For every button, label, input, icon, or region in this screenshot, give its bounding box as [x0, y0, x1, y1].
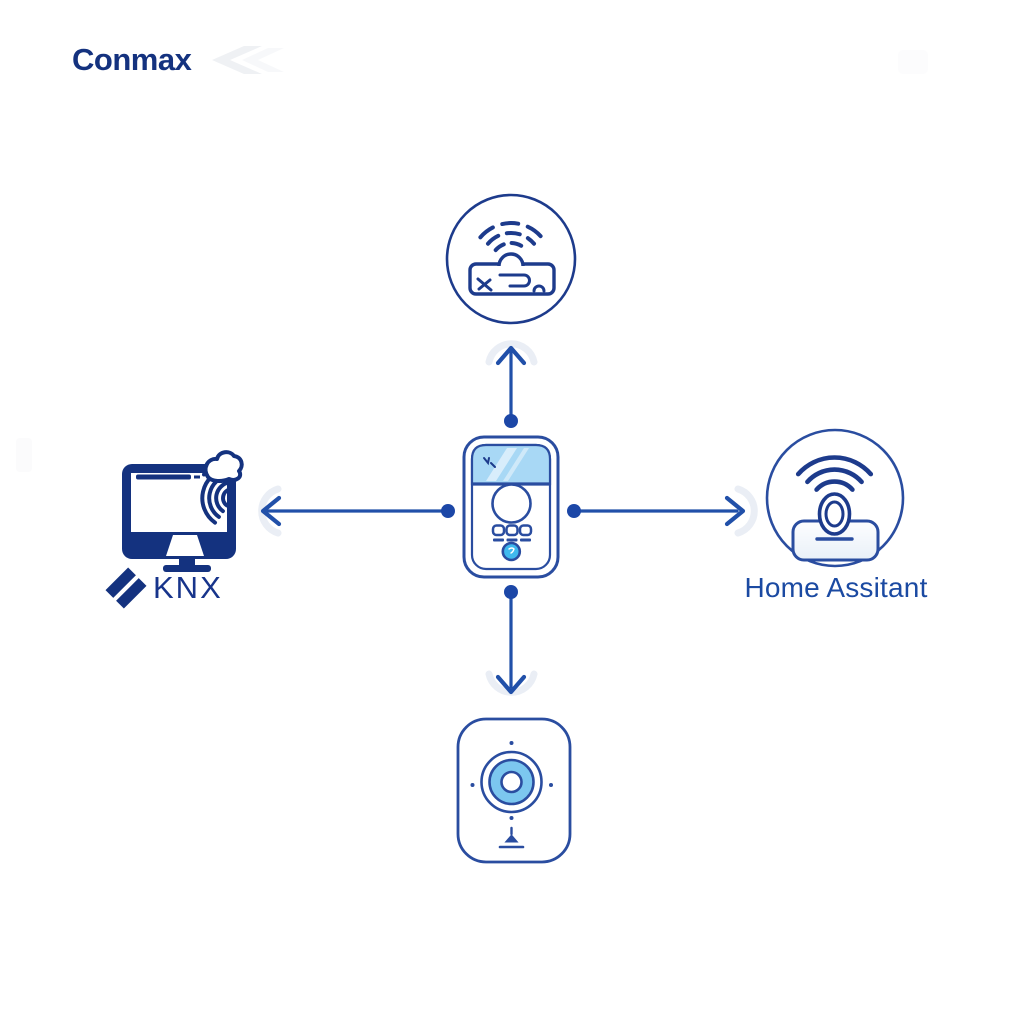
intercom-icon	[462, 435, 560, 579]
screen-bird-glyph	[483, 457, 496, 468]
arrow-right	[567, 495, 746, 527]
home-assistant-label: Home Assitant	[744, 572, 928, 603]
intercom-call-button	[501, 541, 522, 562]
brand-logo: Conmax	[72, 42, 192, 77]
knx-diamond-logo	[105, 567, 147, 609]
faint-corner-shape	[898, 50, 928, 74]
wifi-doorbell-icon	[765, 428, 905, 568]
arrow-up	[495, 345, 527, 428]
logo-swoosh	[212, 46, 284, 74]
intercom-buttons	[491, 524, 533, 537]
knx-label: KNX	[153, 570, 223, 605]
wifi-gateway-icon	[445, 193, 577, 325]
faint-edge-shape	[16, 438, 32, 472]
arrow-down	[495, 585, 527, 695]
smart-camera-icon	[456, 717, 572, 864]
arrow-left	[260, 495, 455, 527]
knx-monitor-icon	[105, 450, 244, 609]
